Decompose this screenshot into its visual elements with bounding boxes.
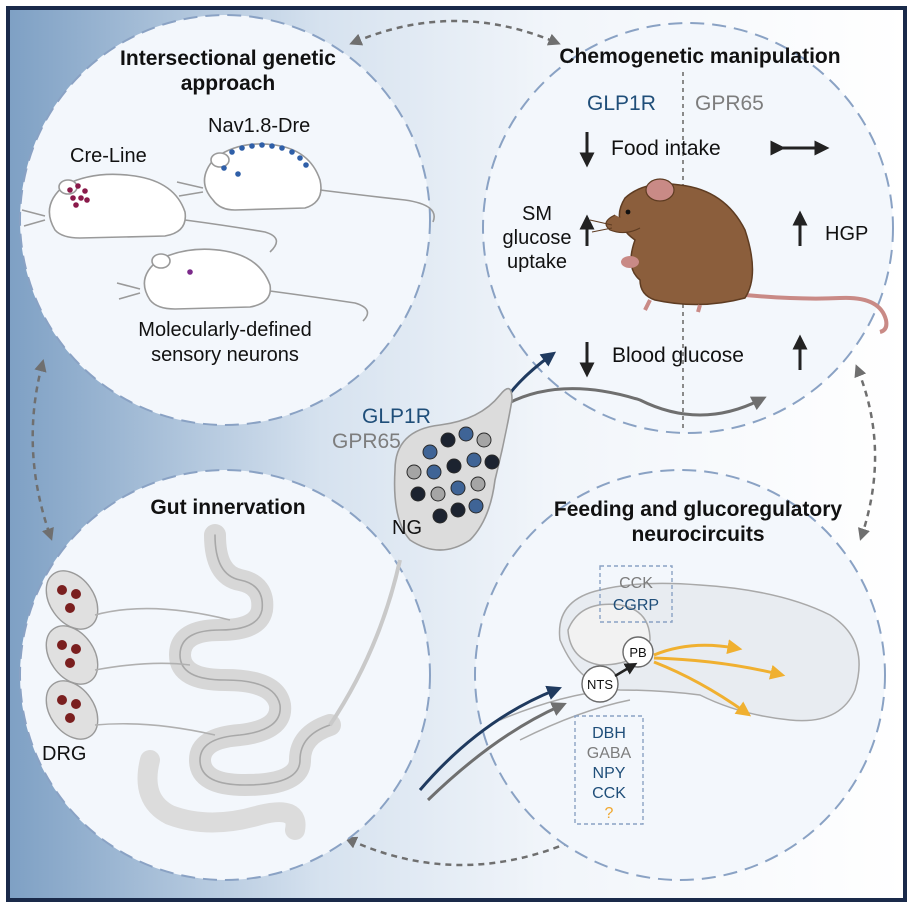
pb-marker-cck: CCK [619,575,653,592]
pb-label: PB [629,645,646,660]
ng-receptor-glp1r: GLP1R [362,405,431,428]
nts-marker-npy: NPY [593,765,626,782]
nts-to-pb-arrow [614,662,638,678]
drg-cell [45,680,99,740]
circuits-title-line1: Feeding and glucoregulatory [554,498,843,521]
food-intake-label: Food intake [611,137,721,160]
chemo-receptor-gpr65: GPR65 [695,92,764,115]
nts-label: NTS [587,677,613,692]
chemo-receptor-glp1r: GLP1R [587,92,656,115]
intestine-icon [137,524,341,840]
pb-markers-box [599,565,673,623]
ng-label: NG [392,517,422,539]
gut-to-ng-fiber [328,559,402,727]
intersect-mouse-icon [116,248,369,322]
right-connection-arrow [854,364,877,541]
ng-to-chemo-gray-arrow [504,387,767,417]
gut-title: Gut innervation [150,496,305,519]
sm-label-line3: uptake [507,251,567,273]
nts-nucleus [581,665,619,703]
neurons-label-line1: Molecularly-defined [138,319,311,341]
panel-gut: Gut innervation [19,469,431,881]
connection-arrows [31,19,877,867]
ng-to-nts-gray-arrow [426,702,567,802]
chemo-title: Chemogenetic manipulation [559,45,840,68]
nts-marker-unknown: ? [605,805,614,822]
bottom-connection-arrow [344,836,581,867]
pb-marker-cgrp: CGRP [613,597,659,614]
drg-cells [45,570,99,740]
hgp-label: HGP [825,223,868,245]
nodose-ganglion: GLP1R GPR65 NG [332,387,513,551]
drg-label: DRG [42,743,86,765]
genetic-title-line2: approach [181,72,276,95]
nts-markers-box [574,715,644,825]
dre-neuron-dots [221,142,309,177]
circuits-title-line2: neurocircuits [631,523,764,546]
blood-glucose-label: Blood glucose [612,344,744,367]
top-connection-arrow [349,19,561,46]
cre-line-label: Cre-Line [70,145,147,167]
panel-chemogenetic: Chemogenetic manipulation GLP1R GPR65 Fo… [482,22,894,434]
drg-nerve-fibers [94,607,231,736]
neurons-label-line2: sensory neurons [151,344,299,366]
brown-mouse-icon [589,178,889,334]
panel-genetic-approach: Intersectional genetic approach Nav1.8-D… [19,14,435,426]
pb-nucleus [622,636,654,668]
sm-label-line2: glucose [503,227,572,249]
sm-label-line1: SM [522,203,552,225]
brain-icon [499,582,860,741]
genetic-title-line1: Intersectional genetic [120,47,336,70]
ng-to-nts-navy-arrow [418,685,562,791]
ng-neurons [406,426,500,524]
dre-line-label: Nav1.8-Dre [208,115,310,137]
pb-projection-arrows [653,639,786,717]
vagal-fibers [328,351,767,802]
dre-mouse-icon [176,143,435,223]
nts-marker-gaba: GABA [587,745,632,762]
drg-cell [45,625,99,685]
intersect-neuron-dot [187,269,193,275]
cre-neuron-dots [67,183,90,208]
panel-neurocircuits: Feeding and glucoregulatory neurocircuit… [474,469,886,881]
drg-cell [45,570,99,630]
ng-receptor-gpr65: GPR65 [332,430,401,453]
nts-marker-dbh: DBH [592,725,626,742]
panel-genetic-circle [19,14,431,426]
nts-marker-cck: CCK [592,785,626,802]
